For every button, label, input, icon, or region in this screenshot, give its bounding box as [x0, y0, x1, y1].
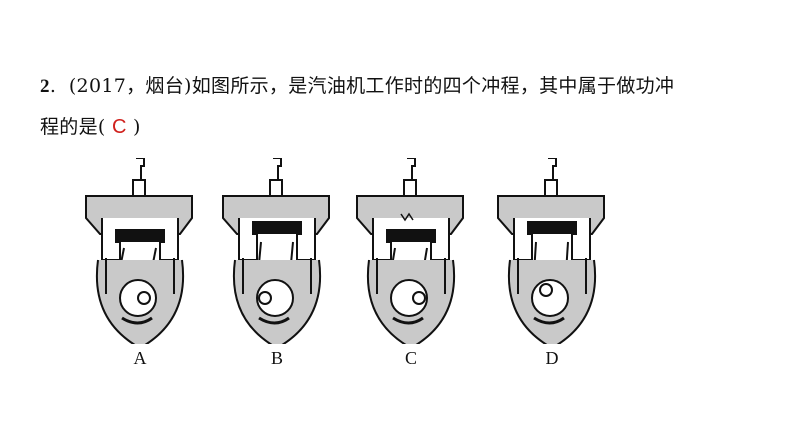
question-line-2: 程的是( C )	[40, 107, 780, 147]
engine-figure-d: D	[490, 158, 614, 368]
engine-figure-a: A	[78, 158, 202, 368]
answer-close: )	[126, 116, 141, 138]
engine-figure-c: C	[349, 158, 473, 368]
engine-cylinder-icon	[356, 158, 464, 344]
engine-figure-b: B	[215, 158, 339, 368]
answer-value: C	[111, 116, 127, 138]
figure-label-d: D	[545, 348, 559, 368]
engine-cylinder-icon	[222, 158, 330, 344]
engine-cylinder-icon	[85, 158, 193, 344]
question-block: 2. (2017，烟台)如图所示，是汽油机工作时的四个冲程，其中属于做功冲 程的…	[40, 66, 780, 147]
question-text-2: 程的是	[40, 116, 98, 138]
figure-label-b: B	[270, 348, 283, 368]
question-text-1: 如图所示，是汽油机工作时的四个冲程，其中属于做功冲	[191, 75, 675, 97]
answer-open: (	[97, 116, 112, 138]
question-source: (2017，烟台)	[68, 75, 192, 97]
question-line-1: 2. (2017，烟台)如图所示，是汽油机工作时的四个冲程，其中属于做功冲	[40, 75, 675, 97]
engine-cylinder-icon	[497, 158, 605, 344]
figure-label-a: A	[133, 348, 147, 368]
question-number: 2	[40, 76, 50, 97]
figure-label-c: C	[404, 348, 417, 368]
